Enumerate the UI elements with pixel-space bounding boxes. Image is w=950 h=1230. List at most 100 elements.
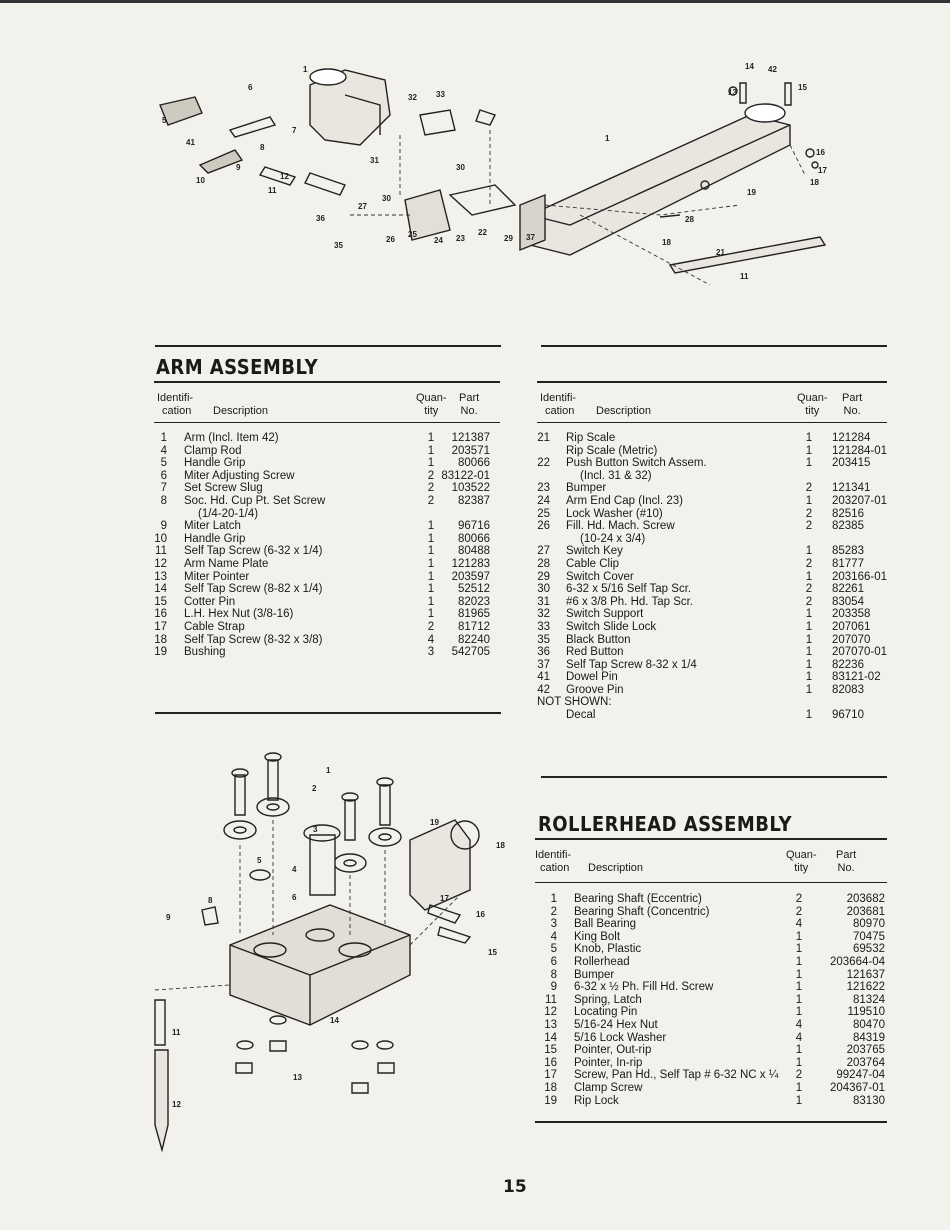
row-id: 31: [537, 595, 550, 608]
row-id: 1: [550, 893, 557, 905]
svg-text:1: 1: [326, 766, 331, 775]
row-quantity: 1: [427, 545, 435, 558]
row-part-number: 81777: [832, 557, 864, 570]
row-description: Self Tap Screw 8-32 x 1/4: [566, 658, 697, 671]
row-part-number: 203207-01: [832, 494, 887, 507]
svg-text:17: 17: [440, 894, 449, 903]
row-description: Ball Bearing: [574, 918, 637, 931]
row-quantity: 1: [795, 930, 803, 943]
row-id: 14: [154, 583, 167, 596]
row-part-number: 121283: [451, 557, 490, 570]
row-description: Rollerhead: [574, 955, 630, 968]
row-quantity: 2: [427, 620, 435, 633]
rollerhead-assembly-title: ROLLERHEAD ASSEMBLY: [538, 812, 792, 836]
arm-right-col-desc: Description: [596, 405, 652, 417]
row-part-number: 203166-01: [832, 570, 887, 583]
row-quantity: 1: [805, 494, 813, 507]
row-description: Bearing Shaft (Eccentric): [574, 893, 702, 905]
row-part-number: 203597: [451, 570, 490, 583]
svg-text:18: 18: [662, 238, 671, 247]
svg-text:18: 18: [810, 178, 819, 187]
row-id: 28: [537, 557, 550, 570]
row-description: Spring, Latch: [574, 993, 642, 1006]
row-id: 9: [160, 520, 167, 533]
row-id: 9: [550, 981, 557, 994]
row-quantity: 2: [427, 469, 435, 482]
row-part-number: 121622: [846, 981, 885, 994]
row-quantity: 2: [427, 482, 435, 495]
svg-text:12: 12: [172, 1100, 181, 1109]
row-part-number: 203682: [846, 893, 885, 905]
svg-text:29: 29: [504, 234, 513, 243]
svg-text:14: 14: [330, 1016, 339, 1025]
row-quantity: 1: [795, 943, 803, 956]
row-description: Rip Lock: [574, 1094, 619, 1107]
arm-assembly-diagram: 1 6 5 41 10 9 7 8 12 11 32 33 31 30 30 3…: [159, 62, 827, 286]
row-quantity: 1: [805, 633, 813, 646]
row-id: 13: [544, 1018, 557, 1031]
row-description: Arm End Cap (Incl. 23): [566, 494, 683, 507]
row-part-number: 121637: [846, 968, 885, 981]
row-part-number: 203765: [846, 1044, 885, 1057]
row-description: Pointer, In-rip: [574, 1056, 643, 1069]
row-quantity: 1: [795, 1056, 803, 1069]
row-quantity: 1: [805, 671, 813, 684]
rollerhead-col-id: Identifi-cation: [535, 849, 572, 874]
svg-text:12: 12: [280, 172, 289, 181]
row-id: 29: [537, 570, 550, 583]
row-quantity: 1: [805, 570, 813, 583]
row-part-number: 203764: [846, 1056, 885, 1069]
row-description: 5/16 Lock Washer: [574, 1031, 667, 1044]
rollerhead-col-qty: Quan-tity: [786, 849, 817, 874]
row-description: Rip Scale: [566, 432, 616, 444]
row-description: Cable Clip: [566, 557, 620, 570]
row-part-number: 81324: [853, 993, 885, 1006]
row-quantity: 1: [795, 1081, 803, 1094]
row-id: 15: [544, 1044, 557, 1057]
row-id: 12: [544, 1006, 557, 1019]
row-quantity: 4: [795, 1031, 803, 1044]
arm-left-col-desc: Description: [213, 405, 269, 417]
row-description: Push Button Switch Assem.: [566, 457, 707, 470]
svg-text:22: 22: [478, 228, 487, 237]
row-description: Self Tap Screw (6-32 x 1/4): [184, 545, 323, 558]
svg-text:5: 5: [162, 116, 167, 125]
row-description: Decal: [566, 709, 596, 722]
row-quantity: 1: [795, 1094, 803, 1107]
svg-text:27: 27: [358, 202, 367, 211]
row-quantity: 3: [427, 646, 435, 659]
row-part-number: 121341: [832, 482, 871, 495]
svg-text:36: 36: [316, 214, 325, 223]
row-part-number: 121284-01: [832, 444, 887, 457]
row-id: 41: [537, 671, 550, 684]
row-part-number: 80488: [458, 545, 490, 558]
svg-text:23: 23: [456, 234, 465, 243]
row-quantity: 1: [795, 968, 803, 981]
row-part-number: 81712: [458, 620, 490, 633]
svg-text:8: 8: [208, 896, 213, 905]
svg-text:11: 11: [172, 1028, 181, 1037]
row-description: King Bolt: [574, 930, 621, 943]
row-description: Soc. Hd. Cup Pt. Set Screw: [184, 494, 326, 507]
row-part-number: 121284: [832, 432, 871, 444]
row-quantity: 2: [805, 507, 813, 520]
row-id: 6: [550, 955, 557, 968]
svg-text:17: 17: [818, 166, 827, 175]
